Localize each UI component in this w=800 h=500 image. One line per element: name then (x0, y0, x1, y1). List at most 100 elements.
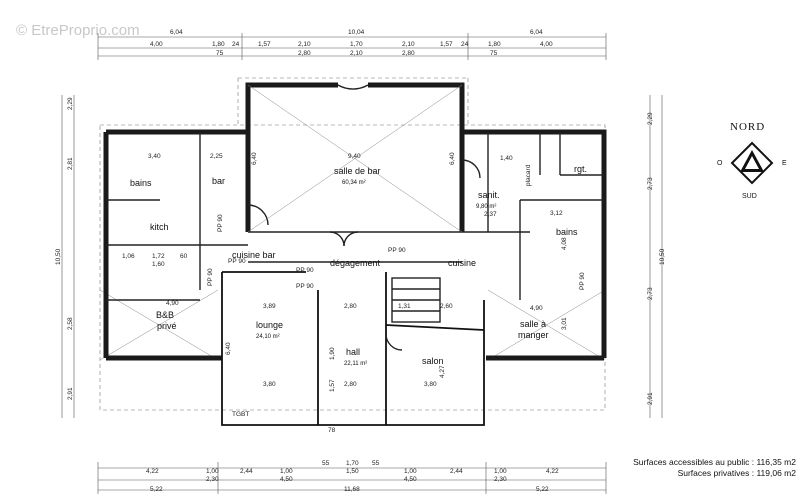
dim-160: 1,60 (152, 261, 165, 268)
dim-top-280a: 2,80 (298, 50, 311, 57)
room-label-salle-a: salle à (520, 319, 546, 329)
dim-bot-230a: 2,30 (206, 476, 219, 483)
dim-bot-55b: 55 (372, 460, 380, 467)
dim-top-24a: 24 (232, 41, 240, 48)
door-label-pp90: PP 90 (228, 258, 246, 265)
dim-top-180: 1,80 (212, 41, 225, 48)
dim-bot-230b: 2,30 (494, 476, 507, 483)
dim-right-273b: 2,73 (647, 287, 654, 300)
door-label-pp90: PP 90 (388, 247, 406, 254)
dim-280a: 2,80 (344, 303, 357, 310)
dim-490b: 4,90 (530, 305, 543, 312)
bar-room-diagonals (247, 84, 463, 233)
dim-top-75b: 75 (490, 50, 498, 57)
dim-top-75: 75 (216, 50, 224, 57)
dim-640c: 6,40 (225, 342, 232, 355)
dim-bot-55a: 55 (322, 460, 330, 467)
dim-157: 1,57 (329, 379, 336, 392)
dim-top-210c: 2,10 (402, 41, 415, 48)
dim-top-3: 6,04 (530, 29, 543, 36)
dim-top-180b: 1,80 (488, 41, 501, 48)
dim-490a: 4,90 (166, 300, 179, 307)
dim-bot-422a: 4,22 (146, 468, 159, 475)
dim-60: 60 (180, 253, 188, 260)
dim-right-229: 2,29 (647, 112, 654, 125)
room-label-tgbt: TGBT (232, 411, 249, 418)
dim-top-157b: 1,57 (440, 41, 453, 48)
walls (103, 82, 607, 426)
room-label-sanit: sanit. (478, 190, 500, 200)
dim-260: 2,60 (440, 303, 453, 310)
room-area-salle-de-bar: 60,34 m² (342, 180, 366, 186)
room-label-cuisine: cuisine (448, 258, 476, 268)
dim-top-24b: 24 (461, 41, 469, 48)
room-label-hall: hall (346, 347, 360, 357)
dim-top-210b: 2,10 (350, 50, 363, 57)
dim-right-273a: 2,73 (647, 177, 654, 190)
dim-640b: 6,40 (449, 152, 456, 165)
dim-bot-1168: 11,68 (344, 486, 360, 493)
compass-east-label: E (782, 160, 787, 167)
dim-right-1050: 10,50 (659, 248, 666, 265)
room-label-degagement: dégagement (330, 258, 381, 268)
room-label-kitch: kitch (150, 222, 169, 232)
room-label-bains-right: bains (556, 227, 578, 237)
compass-north-label: NORD (730, 121, 766, 133)
dim-top-210a: 2,10 (298, 41, 311, 48)
dim-408: 4,08 (561, 237, 568, 250)
dim-301: 3,01 (561, 317, 568, 330)
top-dimension-lines (97, 33, 607, 60)
dim-bot-150: 1,50 (346, 468, 359, 475)
bottom-dimension-lines (97, 462, 607, 494)
dim-bot-422b: 4,22 (546, 468, 559, 475)
dim-380b: 3,80 (424, 381, 437, 388)
dim-left-281: 2,81 (67, 157, 74, 170)
dim-bot-450a: 4,50 (280, 476, 293, 483)
door-label-pp90: PP 90 (579, 272, 586, 290)
dim-106: 1,06 (122, 253, 135, 260)
side-dimension-lines (61, 95, 663, 418)
dim-bot-100a: 1,00 (206, 468, 219, 475)
dim-bot-522b: 5,22 (536, 486, 549, 493)
dim-top-170: 1,70 (350, 41, 363, 48)
room-label-cuisine-bar: cuisine bar (232, 250, 276, 260)
room-label-prive: privé (157, 321, 177, 331)
room-label-placard: placard (525, 164, 532, 186)
dim-140: 1,40 (500, 155, 513, 162)
room-label-bains-left: bains (130, 178, 152, 188)
dim-left-291: 2,91 (67, 387, 74, 400)
dim-225: 2,25 (210, 153, 223, 160)
room-area-hall: 22,11 m² (344, 361, 367, 367)
dim-172: 1,72 (152, 253, 165, 260)
dim-bot-244a: 2,44 (240, 468, 253, 475)
compass-icon (730, 141, 774, 185)
door-label-pp90: PP 90 (217, 214, 224, 232)
dim-bot-100d: 1,00 (494, 468, 507, 475)
dim-right-291: 2,91 (647, 392, 654, 405)
room-label-rgt: rgt. (574, 164, 587, 174)
door-label-pp90: PP 90 (296, 283, 314, 290)
surface-public: Surfaces accessibles au public : 116,35 … (633, 457, 796, 467)
dim-top-280b: 2,80 (402, 50, 415, 57)
room-label-salle-de-bar: salle de bar (334, 166, 381, 176)
room-label-manger: manger (518, 330, 549, 340)
compass-west-label: O (717, 160, 723, 167)
dim-top-157a: 1,57 (258, 41, 271, 48)
watermark: © EtreProprio.com (16, 22, 140, 39)
dim-237: 2,37 (484, 211, 497, 218)
dim-bot-100c: 1,00 (404, 468, 417, 475)
dim-312: 3,12 (550, 210, 563, 217)
room-area-sanit: 9,80 m² (476, 204, 496, 210)
dim-left-1050: 10,50 (55, 248, 62, 265)
door-label-pp90: PP 90 (296, 267, 314, 274)
dim-top-2: 10,04 (348, 29, 365, 36)
room-label-bar: bar (212, 176, 225, 186)
dim-top-400b: 4,00 (540, 41, 553, 48)
room-label-lounge: lounge (256, 320, 283, 330)
room-area-lounge: 24,10 m² (256, 334, 280, 340)
dim-340: 3,40 (148, 153, 161, 160)
dim-427: 4,27 (439, 365, 446, 378)
dim-131: 1,31 (398, 303, 411, 310)
dim-left-258: 2,58 (67, 317, 74, 330)
